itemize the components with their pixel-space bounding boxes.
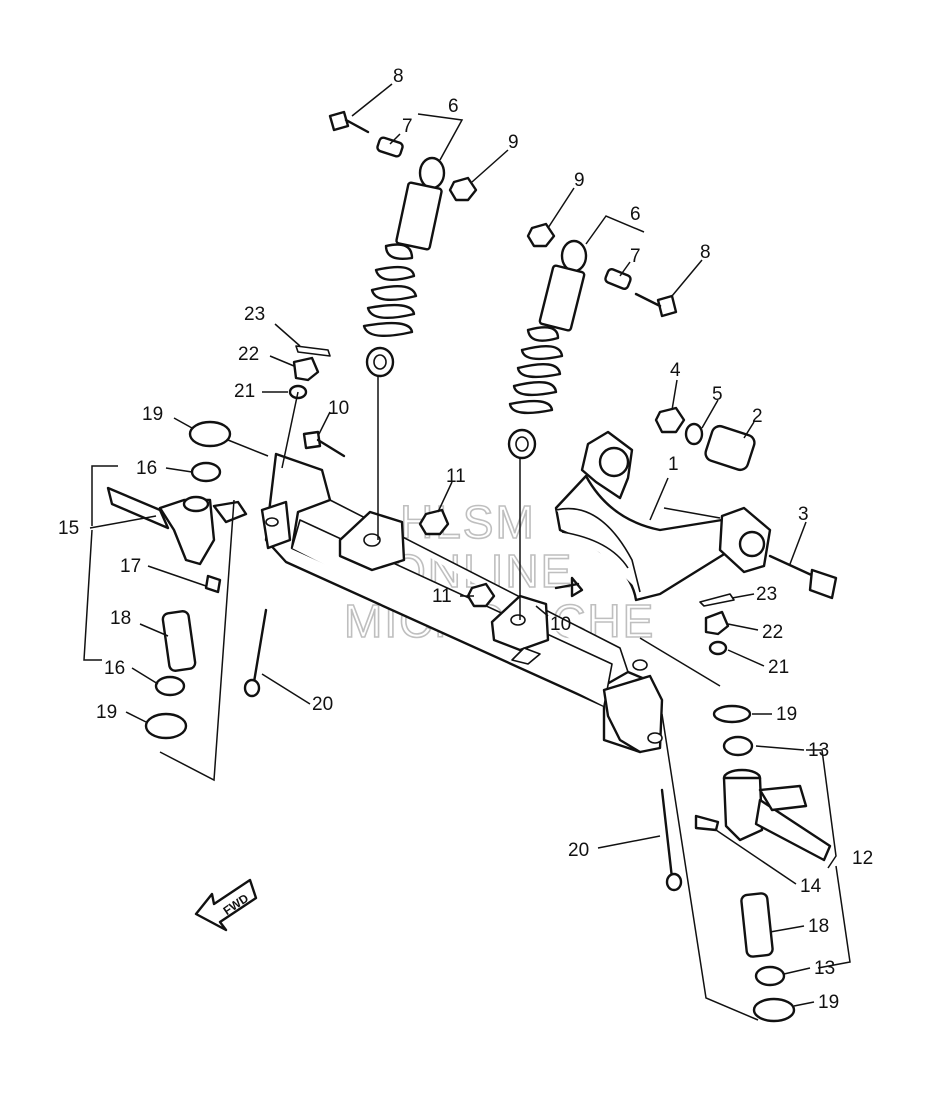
- callout-11-lower: 11: [432, 586, 452, 607]
- callout-21-left: 21: [234, 381, 255, 402]
- callout-13-lower: 13: [814, 958, 835, 979]
- callout-20-left: 20: [312, 694, 333, 715]
- callout-4: 4: [670, 360, 681, 381]
- callout-5: 5: [712, 384, 723, 405]
- callout-19-bottom-left: 19: [96, 702, 117, 723]
- callout-3: 3: [798, 504, 809, 525]
- hardware-parts: [106, 110, 838, 1023]
- fwd-arrow-icon: [194, 878, 258, 932]
- callout-7-left: 7: [402, 116, 413, 137]
- callout-9-left: 9: [508, 132, 519, 153]
- callout-8-left: 8: [393, 66, 404, 87]
- callout-13-upper: 13: [808, 740, 829, 761]
- callout-6-right: 6: [630, 204, 641, 225]
- fwd-arrow: FWD: [194, 878, 258, 932]
- callout-15: 15: [58, 518, 79, 539]
- callout-8-right: 8: [700, 242, 711, 263]
- callout-11-upper: 11: [446, 466, 466, 487]
- callout-19-top-right: 19: [776, 704, 797, 725]
- callout-18-left: 18: [110, 608, 131, 629]
- shock-absorber-left: [362, 156, 446, 540]
- callout-7-right: 7: [630, 246, 641, 267]
- callout-21-right: 21: [768, 657, 789, 678]
- callout-23-right: 23: [756, 584, 777, 605]
- callout-16-lower: 16: [104, 658, 125, 679]
- callout-19-top-left: 19: [142, 404, 163, 425]
- callout-12: 12: [852, 848, 873, 869]
- callout-22-right: 22: [762, 622, 783, 643]
- callout-19-bottom-right: 19: [818, 992, 839, 1013]
- callout-9-right: 9: [574, 170, 585, 191]
- callout-16-upper: 16: [136, 458, 157, 479]
- callout-14: 14: [800, 876, 822, 897]
- leader-lines: [83, 83, 851, 1021]
- callout-23-left: 23: [244, 304, 265, 325]
- callout-10-left: 10: [328, 398, 349, 419]
- callout-1: 1: [668, 454, 679, 475]
- a-arm: [554, 430, 772, 602]
- callout-10-right: 10: [550, 614, 571, 635]
- callout-17: 17: [120, 556, 141, 577]
- callout-numbers: 8 6 7 9 9 6 7 8 23 22 21 19 10 11 16 15 …: [58, 66, 873, 1013]
- callout-22-left: 22: [238, 344, 259, 365]
- callout-6-left: 6: [448, 96, 459, 117]
- callout-2: 2: [752, 406, 763, 427]
- callout-20-right: 20: [568, 840, 589, 861]
- shock-absorber-right: [507, 239, 588, 620]
- callout-18-right: 18: [808, 916, 829, 937]
